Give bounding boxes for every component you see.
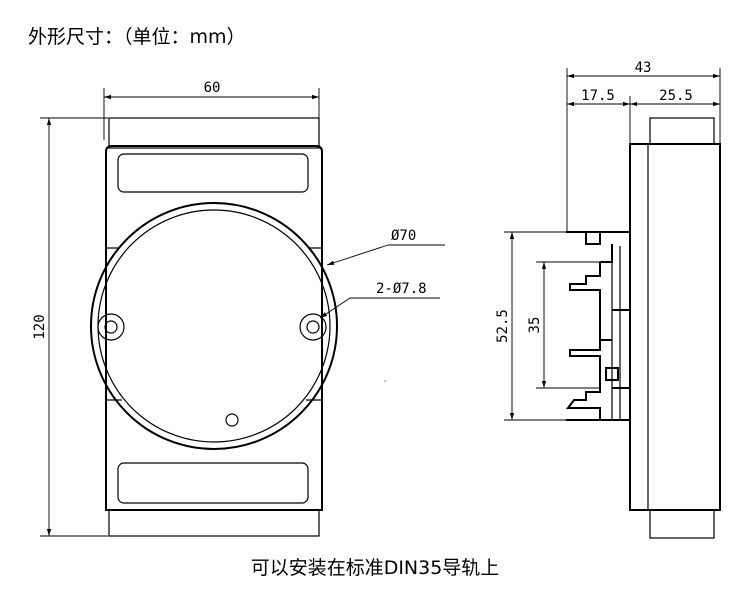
front-top-strip xyxy=(108,117,320,149)
front-height-label: 120 xyxy=(32,314,48,339)
diameter-leader: Ø70 xyxy=(326,228,445,266)
front-top-window xyxy=(117,153,309,193)
side-depth-a-label: 17.5 xyxy=(581,88,615,104)
hole-label: 2-Ø7.8 xyxy=(376,281,427,297)
page-title: 外形尺寸：（单位：mm） xyxy=(28,26,246,48)
front-inner-circle xyxy=(97,209,331,443)
front-width-dimension: 60 xyxy=(103,80,320,140)
front-view xyxy=(90,117,386,537)
side-view xyxy=(566,117,721,539)
side-total-depth-label: 43 xyxy=(635,60,652,76)
front-shoulder-lines xyxy=(106,247,322,401)
side-total-depth-dimension: 43 xyxy=(566,60,721,232)
front-width-label: 60 xyxy=(204,80,221,96)
rail-outer-height-label: 52.5 xyxy=(495,309,511,343)
diameter-label: Ø70 xyxy=(391,228,416,244)
footer-note: 可以安装在标准DIN35导轨上 xyxy=(250,557,500,579)
rail-inner-height-label: 35 xyxy=(527,317,543,334)
front-height-dimension: 120 xyxy=(32,117,108,537)
side-split-depth-dimension: 17.5 25.5 xyxy=(567,88,720,144)
front-bottom-strip xyxy=(108,509,320,537)
side-depth-b-label: 25.5 xyxy=(659,88,693,104)
led-indicator xyxy=(225,413,239,427)
mount-hole-left xyxy=(97,313,125,341)
side-bottom-cap xyxy=(649,509,715,539)
hole-leader: 2-Ø7.8 xyxy=(319,281,440,319)
front-large-circle xyxy=(90,202,338,450)
front-bottom-window xyxy=(117,462,309,504)
rail-outer-height-dimension: 52.5 xyxy=(495,231,566,421)
front-body-outline xyxy=(105,145,323,511)
stray-dot xyxy=(384,380,386,382)
side-top-cap xyxy=(649,117,715,145)
side-body xyxy=(629,143,721,511)
rail-inner-height-dimension: 35 xyxy=(527,261,600,389)
mount-hole-right xyxy=(299,313,327,341)
